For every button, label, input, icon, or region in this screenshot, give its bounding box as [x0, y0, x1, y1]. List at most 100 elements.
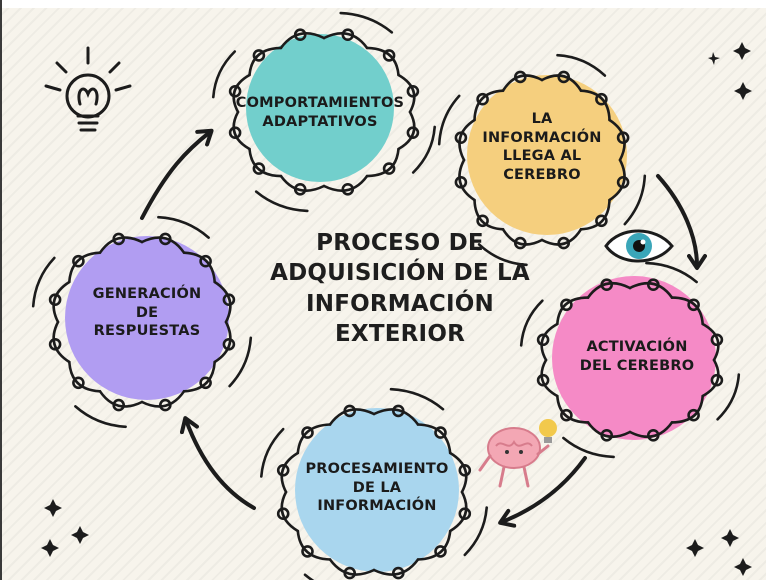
cloud-scallop [579, 89, 611, 122]
node-line: DE LA [352, 479, 402, 496]
star-icon [41, 539, 59, 557]
arrow-activacion-to-procesamiento [498, 456, 587, 528]
cloud-curl [536, 373, 550, 387]
node-line: DE [135, 304, 159, 321]
blob-comportamientos [246, 34, 394, 182]
cloud-curl [687, 298, 700, 312]
cloud-curl [595, 214, 608, 228]
title-line: ADQUISICIÓN DE LA [270, 260, 530, 287]
cloud-curl [406, 126, 420, 139]
cloud-curl [454, 176, 468, 189]
cloud-curl [434, 426, 447, 439]
cloud-curl [391, 404, 405, 418]
cloud-scallop [98, 390, 144, 408]
cloud-curl [199, 376, 212, 390]
star-icon [734, 558, 752, 576]
cloud-curl [293, 28, 307, 42]
cloud-scallop [701, 358, 720, 398]
cloud-curl [454, 131, 468, 144]
cloud-scallop [328, 408, 376, 426]
cloud-scallop [397, 73, 416, 114]
cloud-curl [687, 408, 700, 422]
brain-mascot-icon [478, 427, 550, 488]
cloud-curl [458, 463, 472, 477]
cloud-scallop [280, 490, 300, 533]
cloud-scallop [701, 322, 720, 362]
cloud-swoosh [562, 436, 615, 459]
cloud-swoosh [389, 387, 445, 411]
cloud-curl [159, 232, 172, 246]
cloud-curl [382, 162, 396, 175]
cloud-curl [616, 131, 630, 144]
cloud-curl [382, 49, 396, 62]
cloud-scallop [556, 296, 590, 326]
node-line: INFORMACIÓN [317, 498, 437, 515]
cloud-scallop [540, 358, 559, 398]
blob-procesamiento [295, 408, 459, 572]
cloud-swoosh [31, 256, 56, 308]
cloud-scallop [365, 147, 400, 178]
cloud-curl [557, 236, 571, 250]
cloud-curl [557, 70, 571, 84]
cloud-curl [72, 376, 85, 390]
cloud-scallop [608, 118, 626, 162]
cloud-swoosh [716, 373, 741, 421]
star-icon [71, 526, 89, 544]
cloud-scallop [556, 394, 590, 424]
cloud-scallop [458, 118, 476, 162]
node-comportamientos: COMPORTAMIENTOS ADAPTATIVOS [210, 94, 430, 131]
node-informacion: LA INFORMACIÓN LLEGA AL CEREBRO [467, 110, 617, 184]
cloud-outlines [31, 11, 741, 580]
cloud-curl [710, 373, 724, 387]
cloud-scallop [322, 32, 369, 50]
cloud-swoosh [437, 94, 461, 146]
cloud-scallop [296, 529, 332, 561]
cloud-scallop [608, 158, 626, 202]
cloud-swoosh [411, 125, 436, 174]
cloud-swoosh [645, 261, 698, 284]
cloud-curl [458, 507, 472, 521]
cloud-scallop [416, 423, 452, 455]
decorative-stars [41, 42, 752, 576]
cloud-curl [536, 333, 550, 347]
cloud-scallop [322, 174, 369, 192]
node-line: COMPORTAMIENTOS [235, 95, 405, 111]
cloud-curl [228, 126, 242, 139]
cloud-scallop [140, 390, 186, 408]
lightbulb-icon [44, 46, 132, 132]
cloud-curl [560, 298, 573, 312]
cloud-swoosh [74, 405, 127, 429]
cloud-scallop [416, 529, 452, 561]
cloud-swoosh [519, 299, 544, 347]
cloud-scallop [540, 228, 583, 246]
cloud-swoosh [157, 215, 210, 239]
diagram-title: PROCESO DE ADQUISICIÓN DE LA INFORMACIÓN… [250, 228, 550, 349]
node-line: DEL CEREBRO [579, 357, 695, 374]
cloud-scallop [68, 360, 102, 393]
cloud-scallop [280, 451, 300, 494]
star-icon [721, 529, 739, 547]
cloud-swoosh [463, 506, 488, 557]
node-line: INFORMACIÓN [482, 129, 602, 146]
cloud-curl [276, 507, 290, 521]
cloud-scallop [540, 74, 583, 92]
cloud-curl [276, 463, 290, 477]
cloud-scallop [473, 198, 505, 231]
node-line: LA [531, 111, 553, 127]
cloud-curl [72, 254, 85, 268]
cloud-curl [48, 293, 62, 307]
cloud-curl [616, 176, 630, 189]
cloud-scallop [140, 236, 186, 254]
cloud-scallop [248, 46, 283, 77]
node-line: ADAPTATIVOS [262, 113, 378, 130]
cloud-swoosh [212, 50, 237, 99]
star-icon [734, 82, 752, 100]
node-blobs [65, 34, 716, 572]
node-line: CEREBRO [503, 166, 581, 183]
cloud-curl [391, 566, 405, 580]
cloud-scallop [448, 451, 468, 494]
title-line: INFORMACIÓN [306, 290, 494, 317]
cloud-scallop [279, 174, 326, 192]
